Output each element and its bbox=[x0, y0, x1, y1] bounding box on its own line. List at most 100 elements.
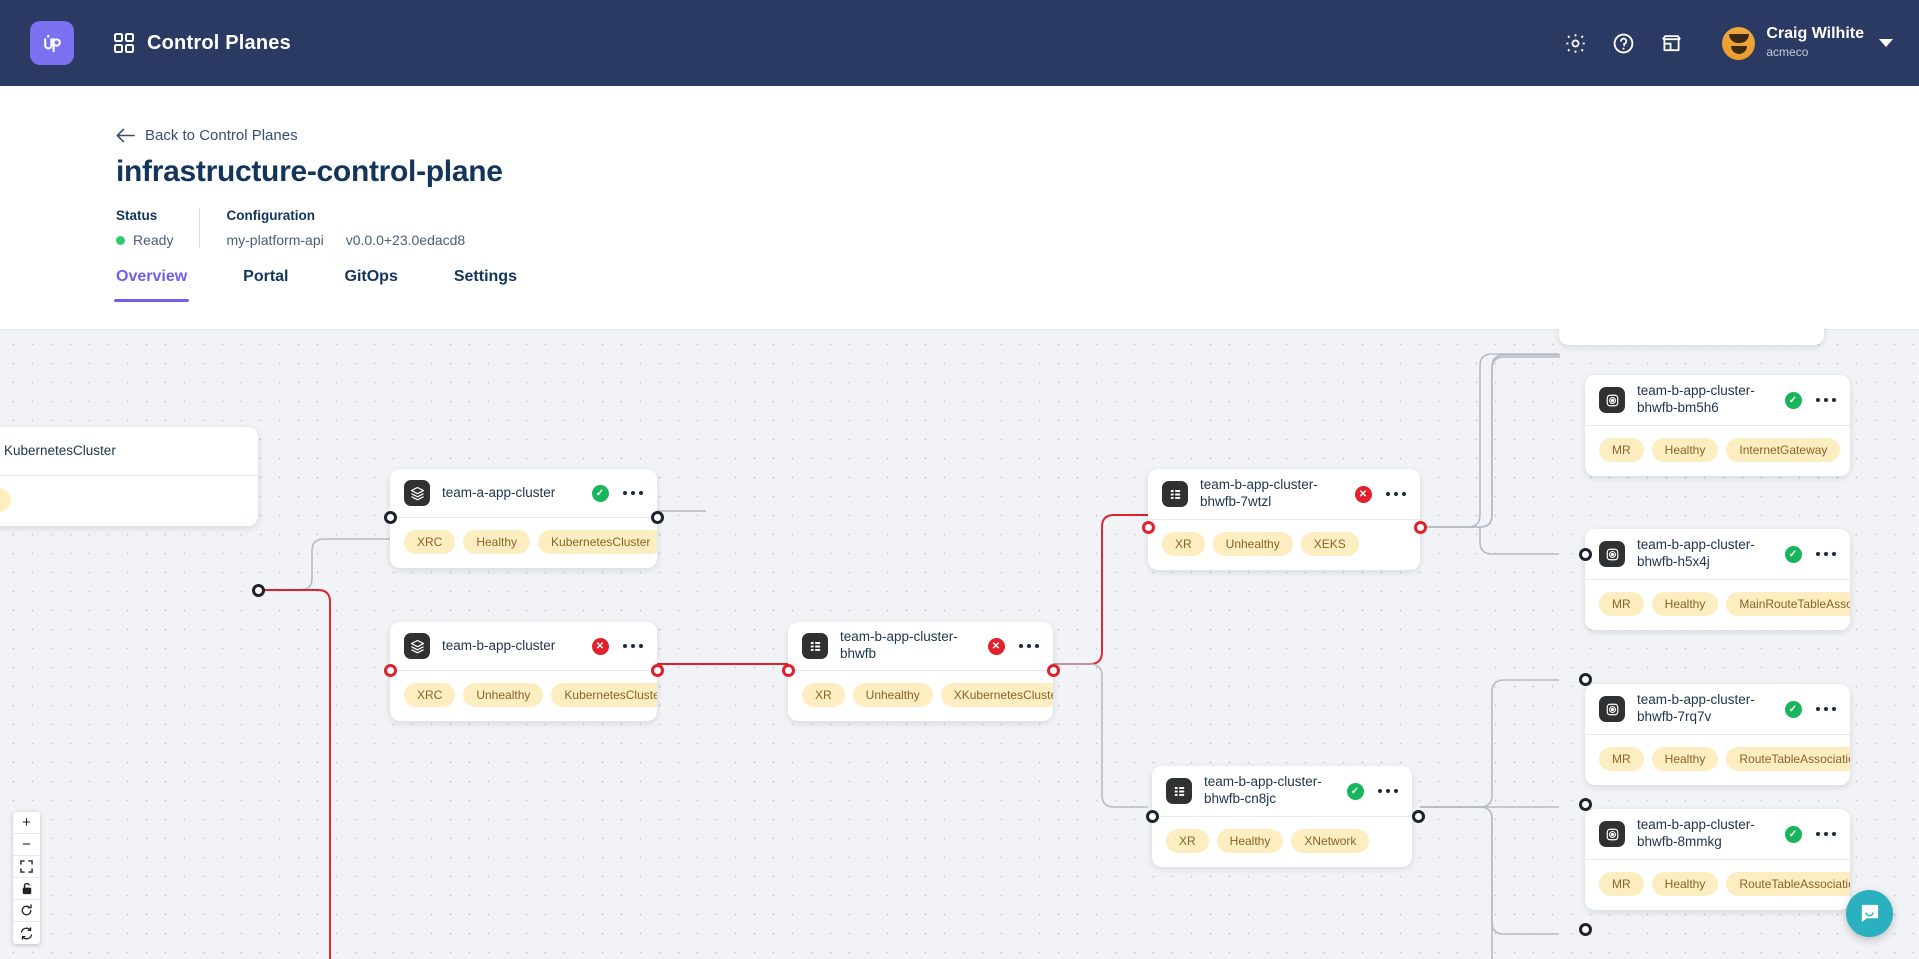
node-title: team-b-app-cluster-bhwfb-cn8jc bbox=[1204, 774, 1322, 806]
node-menu-button[interactable] bbox=[1385, 491, 1406, 497]
configuration-block: Configuration my-platform-api v0.0.0+23.… bbox=[226, 208, 465, 248]
node-card-team-b-app-cluster-bhwfb[interactable]: team-b-app-cluster-bhwfb ✕ XR Unhealthy … bbox=[788, 622, 1053, 721]
handle-h5x4j-in[interactable] bbox=[1579, 673, 1592, 686]
zoom-in-button[interactable]: + bbox=[13, 812, 40, 834]
handle-team-b-out[interactable] bbox=[651, 664, 664, 677]
handle-bm5h6-in[interactable] bbox=[1579, 548, 1592, 561]
node-card-team-b-app-cluster-bhwfb-7wtzl[interactable]: team-b-app-cluster-bhwfb-7wtzl ✕ XR Unhe… bbox=[1148, 469, 1420, 570]
status-healthy-icon: ✓ bbox=[591, 484, 609, 502]
node-title: team-b-app-cluster-bhwfb-bm5h6 bbox=[1637, 383, 1755, 415]
list-icon bbox=[1166, 778, 1192, 804]
resource-graph-canvas[interactable]: K KubernetesCluster API team-a-app-clust… bbox=[0, 329, 1919, 959]
tab-portal[interactable]: Portal bbox=[243, 268, 289, 285]
fit-view-button[interactable] bbox=[13, 856, 40, 878]
node-menu-button[interactable] bbox=[1815, 831, 1836, 837]
handle-8mmkg-in[interactable] bbox=[1579, 923, 1592, 936]
tab-gitops[interactable]: GitOps bbox=[344, 268, 398, 285]
node-menu-button[interactable] bbox=[1377, 788, 1398, 794]
node-pills: XR Unhealthy XEKS bbox=[1148, 520, 1420, 570]
node-pills: XR Healthy XNetwork bbox=[1152, 817, 1412, 867]
node-divider bbox=[1585, 425, 1850, 426]
layers-icon bbox=[404, 480, 430, 506]
status-healthy-icon: ✓ bbox=[1346, 782, 1364, 800]
pill-status: Unhealthy bbox=[1212, 532, 1293, 556]
pill-status: Healthy bbox=[1651, 592, 1719, 616]
node-card-team-b-app-cluster[interactable]: team-b-app-cluster ✕ XRC Unhealthy Kuber… bbox=[390, 622, 657, 721]
help-circle-icon[interactable] bbox=[1600, 20, 1646, 66]
top-navigation-bar: Control Planes Craig Wilhite bbox=[0, 0, 1919, 86]
tab-overview[interactable]: Overview bbox=[113, 268, 215, 302]
node-divider bbox=[390, 670, 657, 671]
node-pills: MR Healthy InternetGateway bbox=[1585, 426, 1850, 476]
handle-bhwfb-out[interactable] bbox=[1047, 664, 1060, 677]
handle-7rq7v-in[interactable] bbox=[1579, 798, 1592, 811]
marketplace-icon[interactable] bbox=[1648, 20, 1694, 66]
node-card-team-b-app-cluster-bhwfb-bm5h6[interactable]: team-b-app-cluster-bhwfb-bm5h6 ✓ MR Heal… bbox=[1585, 375, 1850, 476]
node-divider bbox=[1148, 519, 1420, 520]
up-logo-icon bbox=[44, 34, 61, 53]
node-menu-button[interactable] bbox=[1815, 551, 1836, 557]
node-divider bbox=[1585, 734, 1850, 735]
node-card-team-b-app-cluster-bhwfb-7rq7v[interactable]: team-b-app-cluster-bhwfb-7rq7v ✓ MR Heal… bbox=[1585, 684, 1850, 785]
page-title: infrastructure-control-plane bbox=[116, 155, 503, 188]
node-header: team-b-app-cluster-bhwfb-7rq7v ✓ bbox=[1585, 684, 1850, 734]
pill-status: Unhealthy bbox=[463, 683, 544, 707]
handle-cn8jc-out[interactable] bbox=[1412, 810, 1425, 823]
target-icon bbox=[1599, 821, 1625, 847]
pill-kind: MR bbox=[1599, 872, 1644, 896]
node-pills: XRC Healthy KubernetesCluster bbox=[390, 518, 657, 568]
node-menu-button[interactable] bbox=[1815, 397, 1836, 403]
node-card-team-a-app-cluster[interactable]: team-a-app-cluster ✓ XRC Healthy Kuberne… bbox=[390, 469, 657, 568]
node-card-kubernetescluster[interactable]: K KubernetesCluster API bbox=[0, 427, 258, 526]
handle-cn8jc-in[interactable] bbox=[1146, 810, 1159, 823]
fit-view-icon bbox=[20, 860, 33, 873]
handle-bhwfb-in[interactable] bbox=[782, 664, 795, 677]
status-value: Ready bbox=[116, 232, 173, 248]
zoom-out-button[interactable]: − bbox=[13, 834, 40, 856]
chevron-down-icon[interactable] bbox=[1879, 39, 1893, 47]
status-dot-icon bbox=[116, 235, 125, 245]
handle-team-b-in[interactable] bbox=[384, 664, 397, 677]
tab-settings[interactable]: Settings bbox=[453, 268, 517, 285]
pill-kind: XR bbox=[1166, 829, 1209, 853]
back-link-label: Back to Control Planes bbox=[145, 127, 298, 144]
upbound-logo[interactable] bbox=[30, 21, 74, 65]
node-card-team-b-app-cluster-bhwfb-h5x4j[interactable]: team-b-app-cluster-bhwfb-h5x4j ✓ MR Heal… bbox=[1585, 529, 1850, 630]
refresh-button[interactable] bbox=[13, 922, 40, 944]
node-menu-button[interactable] bbox=[1018, 643, 1039, 649]
node-menu-button[interactable] bbox=[622, 490, 643, 496]
status-healthy-icon: ✓ bbox=[1784, 825, 1802, 843]
node-card-team-b-app-cluster-bhwfb-8mmkg[interactable]: team-b-app-cluster-bhwfb-8mmkg ✓ MR Heal… bbox=[1585, 809, 1850, 910]
meta-divider bbox=[199, 208, 201, 248]
meta-row: Status Ready Configuration my-platform-a… bbox=[116, 208, 465, 248]
handle-kubernetescluster-out[interactable] bbox=[252, 584, 265, 597]
pill-status: Healthy bbox=[1651, 438, 1719, 462]
lock-button[interactable] bbox=[13, 878, 40, 900]
handle-team-a-in[interactable] bbox=[384, 511, 397, 524]
handle-7wtzl-out[interactable] bbox=[1414, 521, 1427, 534]
handle-team-a-out[interactable] bbox=[651, 511, 664, 524]
pill-type: KubernetesCluster bbox=[538, 530, 657, 554]
node-card-team-b-app-cluster-bhwfb-cn8jc[interactable]: team-b-app-cluster-bhwfb-cn8jc ✓ XR Heal… bbox=[1152, 766, 1412, 867]
layers-icon bbox=[404, 633, 430, 659]
node-title: team-b-app-cluster-bhwfb-h5x4j bbox=[1637, 537, 1755, 569]
pill-kind: MR bbox=[1599, 438, 1644, 462]
pill-kind: API bbox=[0, 488, 12, 512]
gear-icon[interactable] bbox=[1552, 20, 1598, 66]
node-pills: API bbox=[0, 476, 258, 526]
node-divider bbox=[1585, 859, 1850, 860]
handle-7wtzl-in[interactable] bbox=[1142, 521, 1155, 534]
node-card-partial[interactable] bbox=[1559, 329, 1824, 345]
chat-bubble-button[interactable] bbox=[1846, 890, 1893, 937]
node-title: team-b-app-cluster-bhwfb-8mmkg bbox=[1637, 817, 1755, 849]
node-menu-button[interactable] bbox=[1815, 706, 1836, 712]
configuration-value: my-platform-api v0.0.0+23.0edacd8 bbox=[226, 232, 465, 248]
node-title: team-b-app-cluster-bhwfb-7rq7v bbox=[1637, 692, 1755, 724]
back-to-control-planes-link[interactable]: Back to Control Planes bbox=[116, 127, 298, 144]
node-menu-button[interactable] bbox=[622, 643, 643, 649]
user-info[interactable]: Craig Wilhite acmeco bbox=[1766, 25, 1864, 62]
user-name: Craig Wilhite bbox=[1766, 24, 1864, 42]
avatar[interactable] bbox=[1722, 26, 1756, 60]
reset-button[interactable] bbox=[13, 900, 40, 922]
chat-icon bbox=[1861, 904, 1879, 923]
